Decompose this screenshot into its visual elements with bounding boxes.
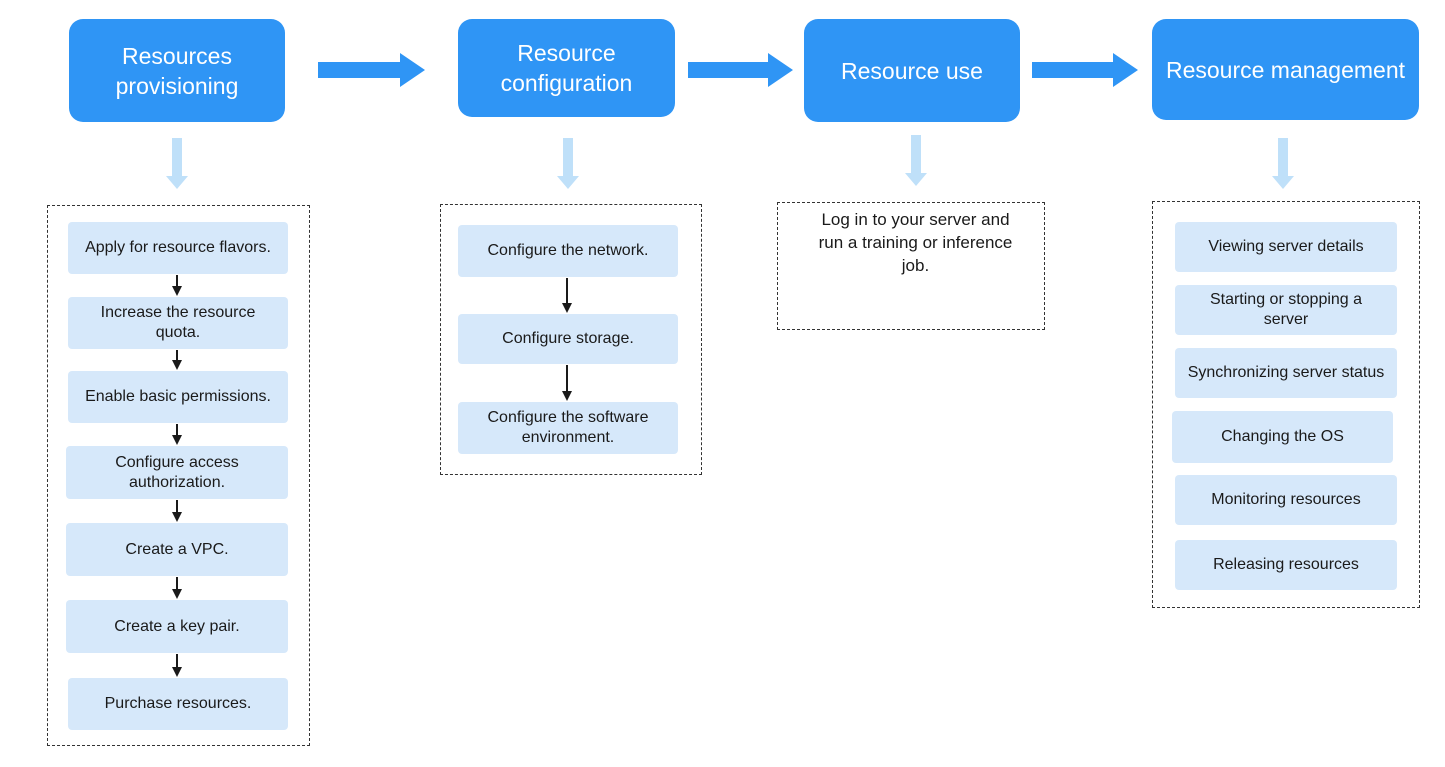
step-arrow	[172, 500, 182, 522]
stage-title: Resources provisioning	[115, 42, 239, 99]
step-configure-storage: Configure storage.	[458, 314, 678, 364]
step-label: Enable basic permissions.	[85, 388, 271, 405]
provisioning-steps-group	[47, 205, 310, 746]
step-synchronizing-status: Synchronizing server status	[1175, 348, 1397, 398]
step-label: Changing the OS	[1221, 428, 1344, 445]
step-label: Create a key pair.	[114, 617, 240, 635]
stage-resource-configuration: Resource configuration	[458, 19, 675, 117]
down-arrow-provisioning	[166, 138, 188, 189]
stage-resource-use: Resource use	[804, 19, 1020, 122]
step-arrow	[172, 424, 182, 445]
step-configure-network: Configure the network.	[458, 225, 678, 277]
step-arrow	[562, 365, 572, 401]
step-label: Viewing server details	[1208, 238, 1364, 255]
down-arrow-configuration	[557, 138, 579, 189]
step-arrow	[562, 278, 572, 313]
step-label: Apply for resource flavors.	[85, 239, 271, 256]
step-starting-stopping: Starting or stopping a server	[1175, 285, 1397, 335]
down-arrow-use	[905, 135, 927, 186]
stage-resource-management: Resource management	[1152, 19, 1419, 120]
management-steps-group	[1152, 201, 1420, 608]
step-label: Configure the network.	[487, 242, 649, 259]
step-releasing-resources: Releasing resources	[1175, 540, 1397, 590]
step-label: Create a VPC.	[125, 540, 229, 558]
note-text: Log in to your server and run a training…	[818, 210, 1013, 275]
step-arrow	[172, 350, 182, 370]
flow-arrow-1	[318, 53, 425, 87]
step-monitoring-resources: Monitoring resources	[1175, 475, 1397, 525]
step-label: Synchronizing server status	[1187, 364, 1385, 381]
step-create-vpc: Create a VPC.	[66, 523, 288, 576]
step-increase-quota: Increase the resource quota.	[68, 297, 288, 349]
flow-arrow-2	[688, 53, 793, 87]
step-purchase-resources: Purchase resources.	[68, 678, 288, 730]
step-create-key-pair: Create a key pair.	[66, 600, 288, 653]
stage-title: Resource use	[841, 57, 983, 84]
step-label: Configure the software environment.	[487, 409, 649, 446]
step-label: Configure storage.	[502, 330, 634, 347]
step-configure-software: Configure the software environment.	[458, 402, 678, 454]
configuration-steps-group	[440, 204, 702, 475]
resource-use-group	[777, 202, 1045, 330]
step-label: Monitoring resources	[1211, 491, 1361, 508]
resource-use-note: Log in to your server and run a training…	[818, 208, 1013, 277]
down-arrow-management	[1272, 138, 1294, 189]
step-apply-flavors: Apply for resource flavors.	[68, 222, 288, 274]
step-changing-os: Changing the OS	[1172, 411, 1393, 463]
step-label: Configure access authorization.	[115, 453, 239, 491]
step-viewing-details: Viewing server details	[1175, 222, 1397, 272]
step-configure-authorization: Configure access authorization.	[66, 446, 288, 499]
flow-arrow-3	[1032, 53, 1138, 87]
step-arrow	[172, 577, 182, 599]
step-arrow	[172, 654, 182, 677]
step-label: Releasing resources	[1213, 556, 1359, 573]
step-label: Purchase resources.	[104, 695, 252, 712]
step-label: Increase the resource quota.	[100, 304, 256, 341]
step-label: Starting or stopping a server	[1209, 291, 1363, 328]
step-enable-permissions: Enable basic permissions.	[68, 371, 288, 423]
stage-title: Resource configuration	[500, 40, 633, 96]
step-arrow	[172, 275, 182, 296]
stage-resources-provisioning: Resources provisioning	[69, 19, 285, 122]
stage-title: Resource management	[1165, 56, 1406, 83]
